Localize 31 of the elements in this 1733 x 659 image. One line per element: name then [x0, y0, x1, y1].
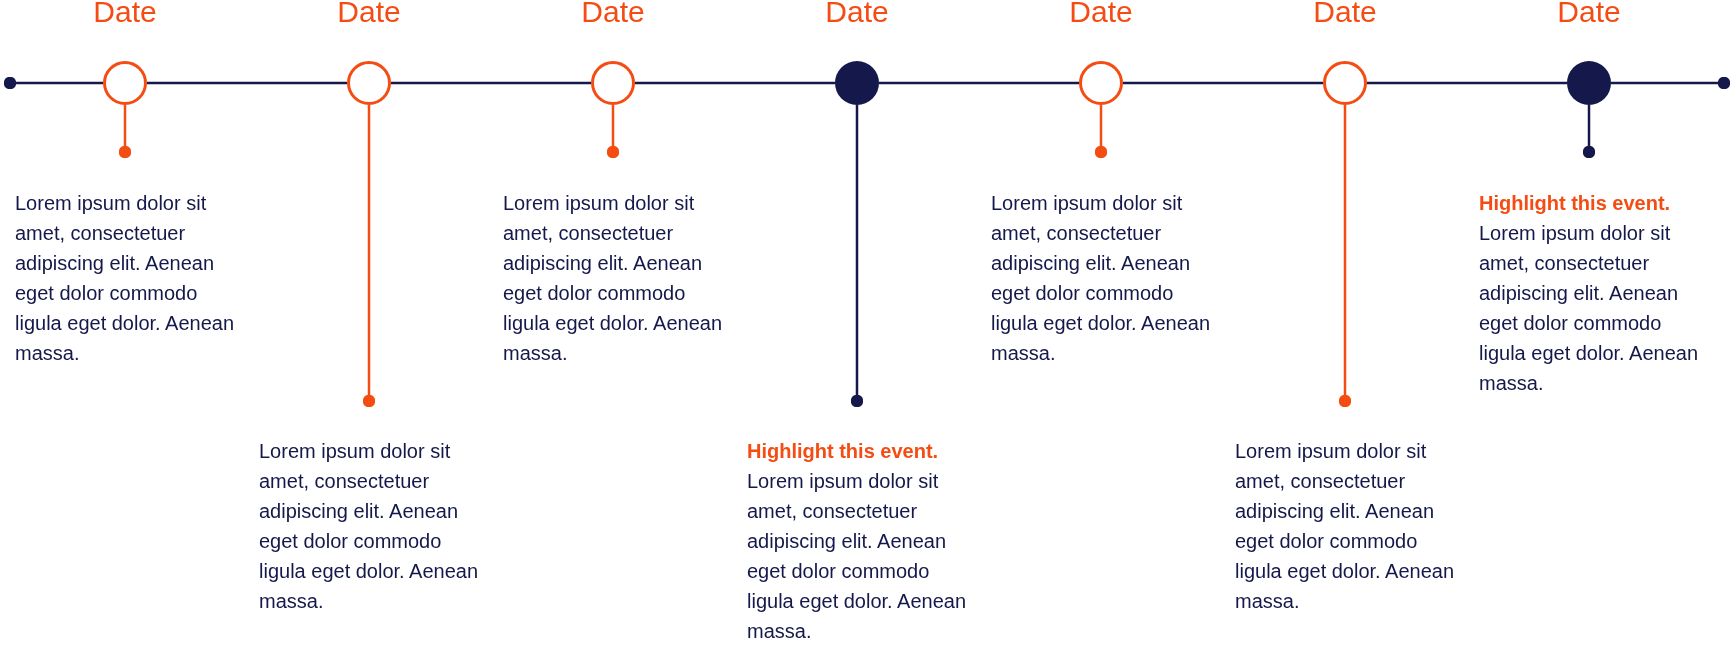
event-description: Lorem ipsum dolor sit amet, consectetuer adipiscing elit. Aenean eget dolor commodo ligula eget dolor. Aenean massa. [1479, 221, 1700, 396]
timeline-line [879, 81, 1079, 85]
stem-line [1582, 105, 1596, 159]
timeline-line [3, 76, 103, 90]
stem-line [118, 105, 132, 159]
date-label: Date [581, 0, 645, 29]
highlight-heading: Highlight this event. [1479, 191, 1672, 216]
date-label: Date [93, 0, 157, 29]
stem-line [362, 105, 376, 408]
timeline-line [1611, 76, 1731, 90]
event-description: Lorem ipsum dolor sit amet, consectetuer adipiscing elit. Aenean eget dolor commodo ligula eget dolor. Aenean massa. [1235, 439, 1456, 614]
timeline-line [1367, 81, 1567, 85]
event-description: Lorem ipsum dolor sit amet, consectetuer adipiscing elit. Aenean eget dolor commodo ligula eget dolor. Aenean massa. [503, 191, 724, 366]
timeline-line [391, 81, 591, 85]
event-description: Lorem ipsum dolor sit amet, consectetuer adipiscing elit. Aenean eget dolor commodo ligula eget dolor. Aenean massa. [991, 191, 1212, 366]
date-label: Date [825, 0, 889, 29]
stem-line [1094, 105, 1108, 159]
date-label: Date [1557, 0, 1621, 29]
event-description: Lorem ipsum dolor sit amet, consectetuer adipiscing elit. Aenean eget dolor commodo ligula eget dolor. Aenean massa. [747, 469, 968, 644]
stem-line [606, 105, 620, 159]
highlight-heading: Highlight this event. [747, 439, 940, 464]
timeline-line [147, 81, 347, 85]
timeline-line [635, 81, 835, 85]
event-description: Lorem ipsum dolor sit amet, consectetuer adipiscing elit. Aenean eget dolor commodo ligula eget dolor. Aenean massa. [259, 439, 480, 614]
event-description: Lorem ipsum dolor sit amet, consectetuer adipiscing elit. Aenean eget dolor commodo ligula eget dolor. Aenean massa. [15, 191, 236, 366]
date-label: Date [337, 0, 401, 29]
stem-line [850, 105, 864, 408]
date-label: Date [1069, 0, 1133, 29]
timeline-line [1123, 81, 1323, 85]
stem-line [1338, 105, 1352, 408]
date-label: Date [1313, 0, 1377, 29]
